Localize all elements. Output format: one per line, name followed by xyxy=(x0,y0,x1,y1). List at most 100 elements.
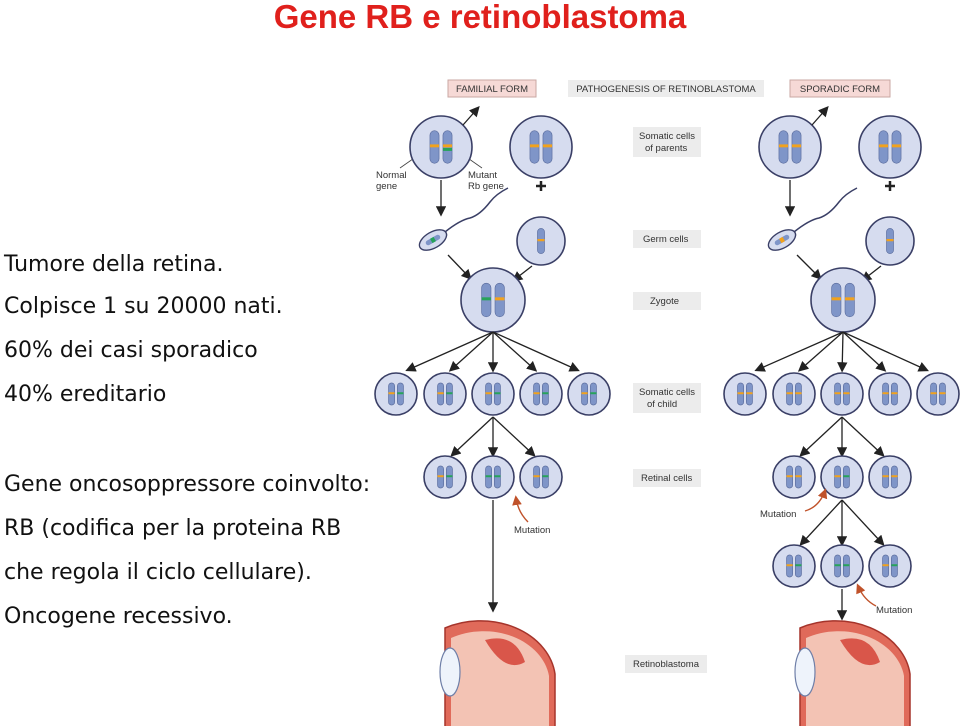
sporadic-child-cell-1-chromosome-band xyxy=(795,392,802,395)
sporadic-parent-cell-left xyxy=(758,115,822,179)
stage-zygote-label: Zygote xyxy=(650,296,679,307)
mutation-label-familial: Mutation xyxy=(514,525,550,536)
sporadic-child-cell-1-chromosome-band xyxy=(786,392,793,395)
text-line-1: Tumore della retina. xyxy=(4,252,224,277)
familial-parent-cell-right-chromosome-band xyxy=(529,144,540,148)
slide-title: Gene RB e retinoblastoma xyxy=(273,0,687,35)
normal-gene-label-l1: Normal xyxy=(376,170,407,181)
stage-retinal-label: Retinal cells xyxy=(641,473,692,484)
familial-arrow-sperm-zygote xyxy=(447,254,472,280)
sporadic-parent-cell-left-chromosome-band xyxy=(778,144,789,148)
familial-parent-cell-right-chromosome-band xyxy=(542,144,553,148)
sporadic-child-cell-4-chromosome-band xyxy=(930,392,937,395)
familial-sperm-tail xyxy=(444,187,509,233)
text-line-4: 40% ereditario xyxy=(4,382,167,407)
familial-retinal-cell-0-chromosome-band xyxy=(437,475,444,478)
familial-zygote-chromosome-band xyxy=(495,297,505,301)
mutant-gene-label-l2: Rb gene xyxy=(468,181,504,192)
familial-arrow-child-4 xyxy=(492,331,580,372)
sporadic-sub-cell-1-chromosome-band xyxy=(843,564,850,567)
mutant-gene-label-l1: Mutant xyxy=(468,170,497,181)
familial-parent-cell-left xyxy=(409,115,473,179)
familial-retinal-cell-1-chromosome-band xyxy=(494,475,501,478)
sporadic-sub-cell-1-chromosome-band xyxy=(834,564,841,567)
familial-parent-cell-right xyxy=(509,115,573,179)
text-line-5: Gene oncosoppressore coinvolto: xyxy=(4,472,371,497)
sporadic-sub-cell-0-chromosome-band xyxy=(795,564,802,567)
text-line-7: che regola il ciclo cellulare). xyxy=(4,560,312,585)
familial-child-cell-0-chromosome-band xyxy=(397,392,404,395)
familial-child-cell-0 xyxy=(374,372,418,416)
sporadic-parent-arrow xyxy=(811,106,829,126)
sporadic-parent-cell-right-chromosome-band xyxy=(891,144,902,148)
sporadic-arrow-child-1 xyxy=(797,331,844,372)
sporadic-eye-tumor xyxy=(840,638,880,666)
familial-parent-cell-left-chromosome-band xyxy=(442,144,453,148)
familial-child-cell-2 xyxy=(471,372,515,416)
normal-gene-label-l2: gene xyxy=(376,181,397,192)
sporadic-eye-lens xyxy=(794,647,816,697)
sporadic-sub-cell-1 xyxy=(820,544,864,588)
sporadic-child-cell-2-chromosome-band xyxy=(843,392,850,395)
sporadic-sub-cell-2-chromosome-band xyxy=(882,564,889,567)
pathogenesis-header: PATHOGENESIS OF RETINOBLASTOMA xyxy=(576,84,756,95)
sporadic-zygote-chromosome-band xyxy=(831,297,841,301)
stage-retinal-box xyxy=(633,469,701,487)
stage-somatic-parents-l1: Somatic cells xyxy=(639,131,695,142)
familial-arrow-child-0 xyxy=(405,331,494,372)
familial-eye-inner xyxy=(451,631,549,726)
mutation-label-sporadic-2: Mutation xyxy=(876,605,912,616)
sporadic-retinal-cell-0-chromosome-band xyxy=(786,475,793,478)
sporadic-zygote xyxy=(810,267,876,333)
stage-germ-label: Germ cells xyxy=(643,234,689,245)
familial-retinal-cell-2 xyxy=(519,455,563,499)
familial-zygote xyxy=(460,267,526,333)
familial-retinal-cell-0-chromosome-band xyxy=(446,475,453,478)
sporadic-egg-chromosome-band xyxy=(886,238,894,242)
familial-sperm-band xyxy=(430,236,436,244)
sporadic-arrow-child-3 xyxy=(842,331,887,372)
sporadic-child-cell-0 xyxy=(723,372,767,416)
sporadic-sub-cell-2-chromosome-band xyxy=(891,564,898,567)
familial-retinal-cell-2-chromosome-band xyxy=(542,475,549,478)
sporadic-arrow-retina-2 xyxy=(841,416,885,457)
familial-form-header: FAMILIAL FORM xyxy=(456,84,528,95)
sporadic-form-header-box xyxy=(789,79,891,98)
sporadic-eye-inner xyxy=(806,631,904,726)
sporadic-sub-cell-0 xyxy=(772,544,816,588)
familial-child-cell-0-chromosome-band xyxy=(388,392,395,395)
sporadic-child-cell-3 xyxy=(868,372,912,416)
familial-retinal-cell-2-chromosome-band xyxy=(533,475,540,478)
pathogenesis-header-box xyxy=(568,80,764,97)
text-line-2: Colpisce 1 su 20000 nati. xyxy=(4,294,283,319)
familial-child-cell-4-chromosome-band xyxy=(581,392,588,395)
familial-arrow-child-3 xyxy=(492,331,538,372)
familial-child-cell-4-chromosome-band xyxy=(590,392,597,395)
text-line-6: RB (codifica per la proteina RB xyxy=(4,516,342,541)
familial-egg-chromosome-band xyxy=(537,238,545,242)
familial-child-cell-4 xyxy=(567,372,611,416)
sporadic-child-cell-2 xyxy=(820,372,864,416)
sporadic-child-cell-3-chromosome-band xyxy=(882,392,889,395)
sporadic-retinal-cell-1 xyxy=(820,455,864,499)
sporadic-mutation-arrow-2 xyxy=(856,583,877,607)
sporadic-arrow-child-2 xyxy=(837,331,848,373)
sporadic-child-cell-4 xyxy=(916,372,960,416)
sporadic-sub-cell-0-chromosome-band xyxy=(786,564,793,567)
stage-somatic-parents-l2: of parents xyxy=(645,143,687,154)
sporadic-arrow-retina-0 xyxy=(799,416,843,457)
familial-eye-tumor xyxy=(485,638,525,666)
sporadic-retinal-cell-2-chromosome-band xyxy=(891,475,898,478)
stage-somatic-child-l2: of child xyxy=(647,399,677,410)
familial-retinal-cell-1 xyxy=(471,455,515,499)
familial-child-cell-3 xyxy=(519,372,563,416)
text-line-8: Oncogene recessivo. xyxy=(4,604,233,629)
sporadic-retinal-cell-2 xyxy=(868,455,912,499)
sporadic-parent-cell-left-chromosome-band xyxy=(791,144,802,148)
familial-child-cell-2-chromosome-band xyxy=(485,392,492,395)
familial-arrow-retina-2 xyxy=(492,416,536,457)
familial-form-header-box xyxy=(447,79,537,98)
sporadic-retinal-cell-2-chromosome-band xyxy=(882,475,889,478)
sporadic-child-cell-2-chromosome-band xyxy=(834,392,841,395)
familial-plus xyxy=(536,181,546,191)
